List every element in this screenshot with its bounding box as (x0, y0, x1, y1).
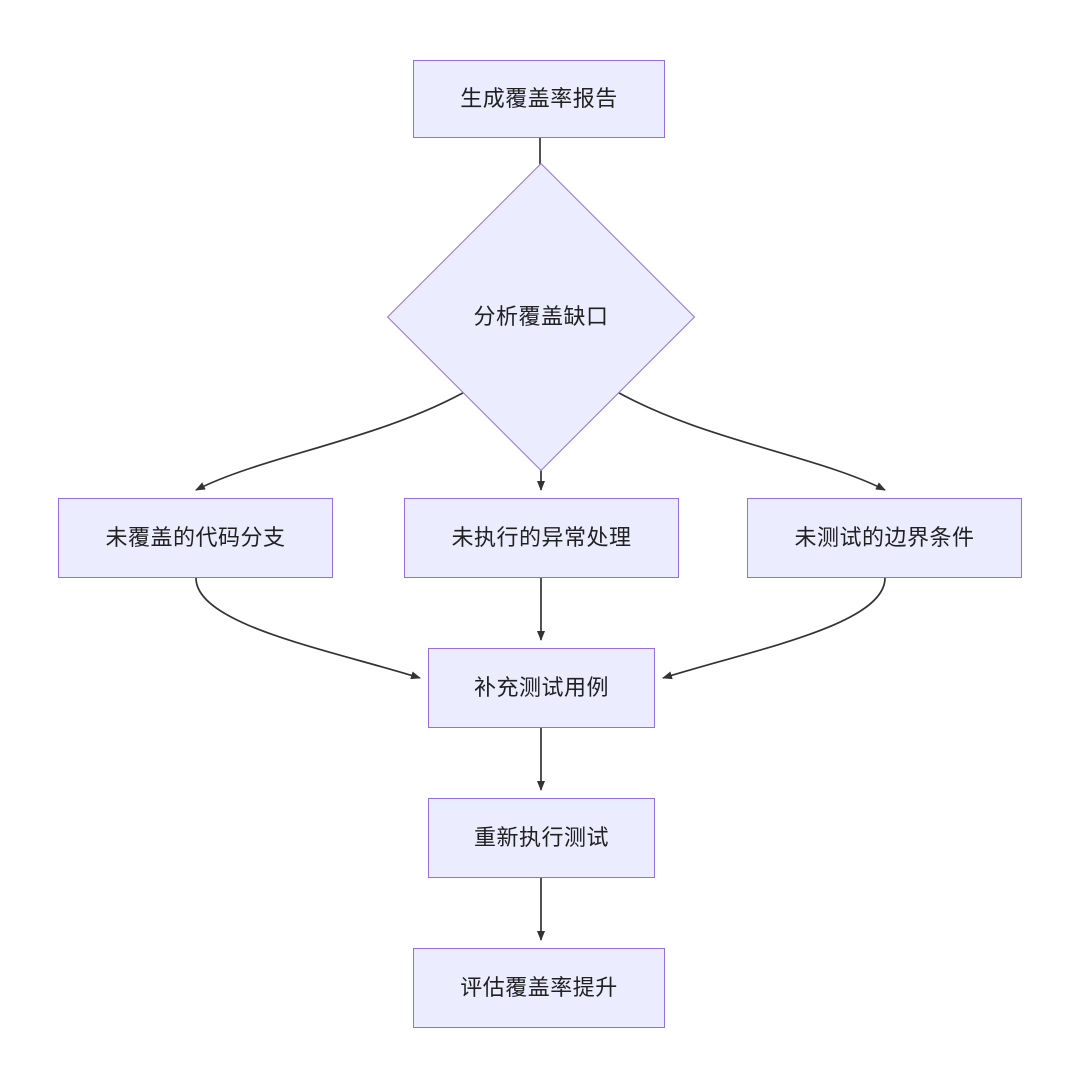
node-n1[interactable]: 生成覆盖率报告 (413, 60, 665, 138)
node-n8[interactable]: 评估覆盖率提升 (413, 948, 665, 1028)
node-label-n5: 未测试的边界条件 (794, 524, 975, 550)
node-label-n2: 分析覆盖缺口 (473, 303, 609, 329)
node-label-n1: 生成覆盖率报告 (460, 85, 618, 111)
node-n6[interactable]: 补充测试用例 (428, 648, 655, 728)
node-label-n6: 补充测试用例 (473, 674, 609, 700)
edge-n5-to-n6 (662, 577, 886, 680)
edge-n3-to-n6 (195, 577, 421, 680)
node-n2[interactable]: 分析覆盖缺口 (386, 162, 696, 472)
node-label-n4: 未执行的异常处理 (451, 524, 632, 550)
node-label-n8: 评估覆盖率提升 (460, 974, 618, 1000)
node-label-n7: 重新执行测试 (473, 824, 609, 850)
node-label-n3: 未覆盖的代码分支 (105, 524, 286, 550)
node-n4[interactable]: 未执行的异常处理 (404, 498, 679, 578)
node-n7[interactable]: 重新执行测试 (428, 798, 655, 878)
edge-n2-to-n5 (611, 388, 886, 491)
edge-n2-to-n3 (195, 388, 471, 491)
node-n3[interactable]: 未覆盖的代码分支 (58, 498, 333, 578)
node-n5[interactable]: 未测试的边界条件 (747, 498, 1022, 578)
